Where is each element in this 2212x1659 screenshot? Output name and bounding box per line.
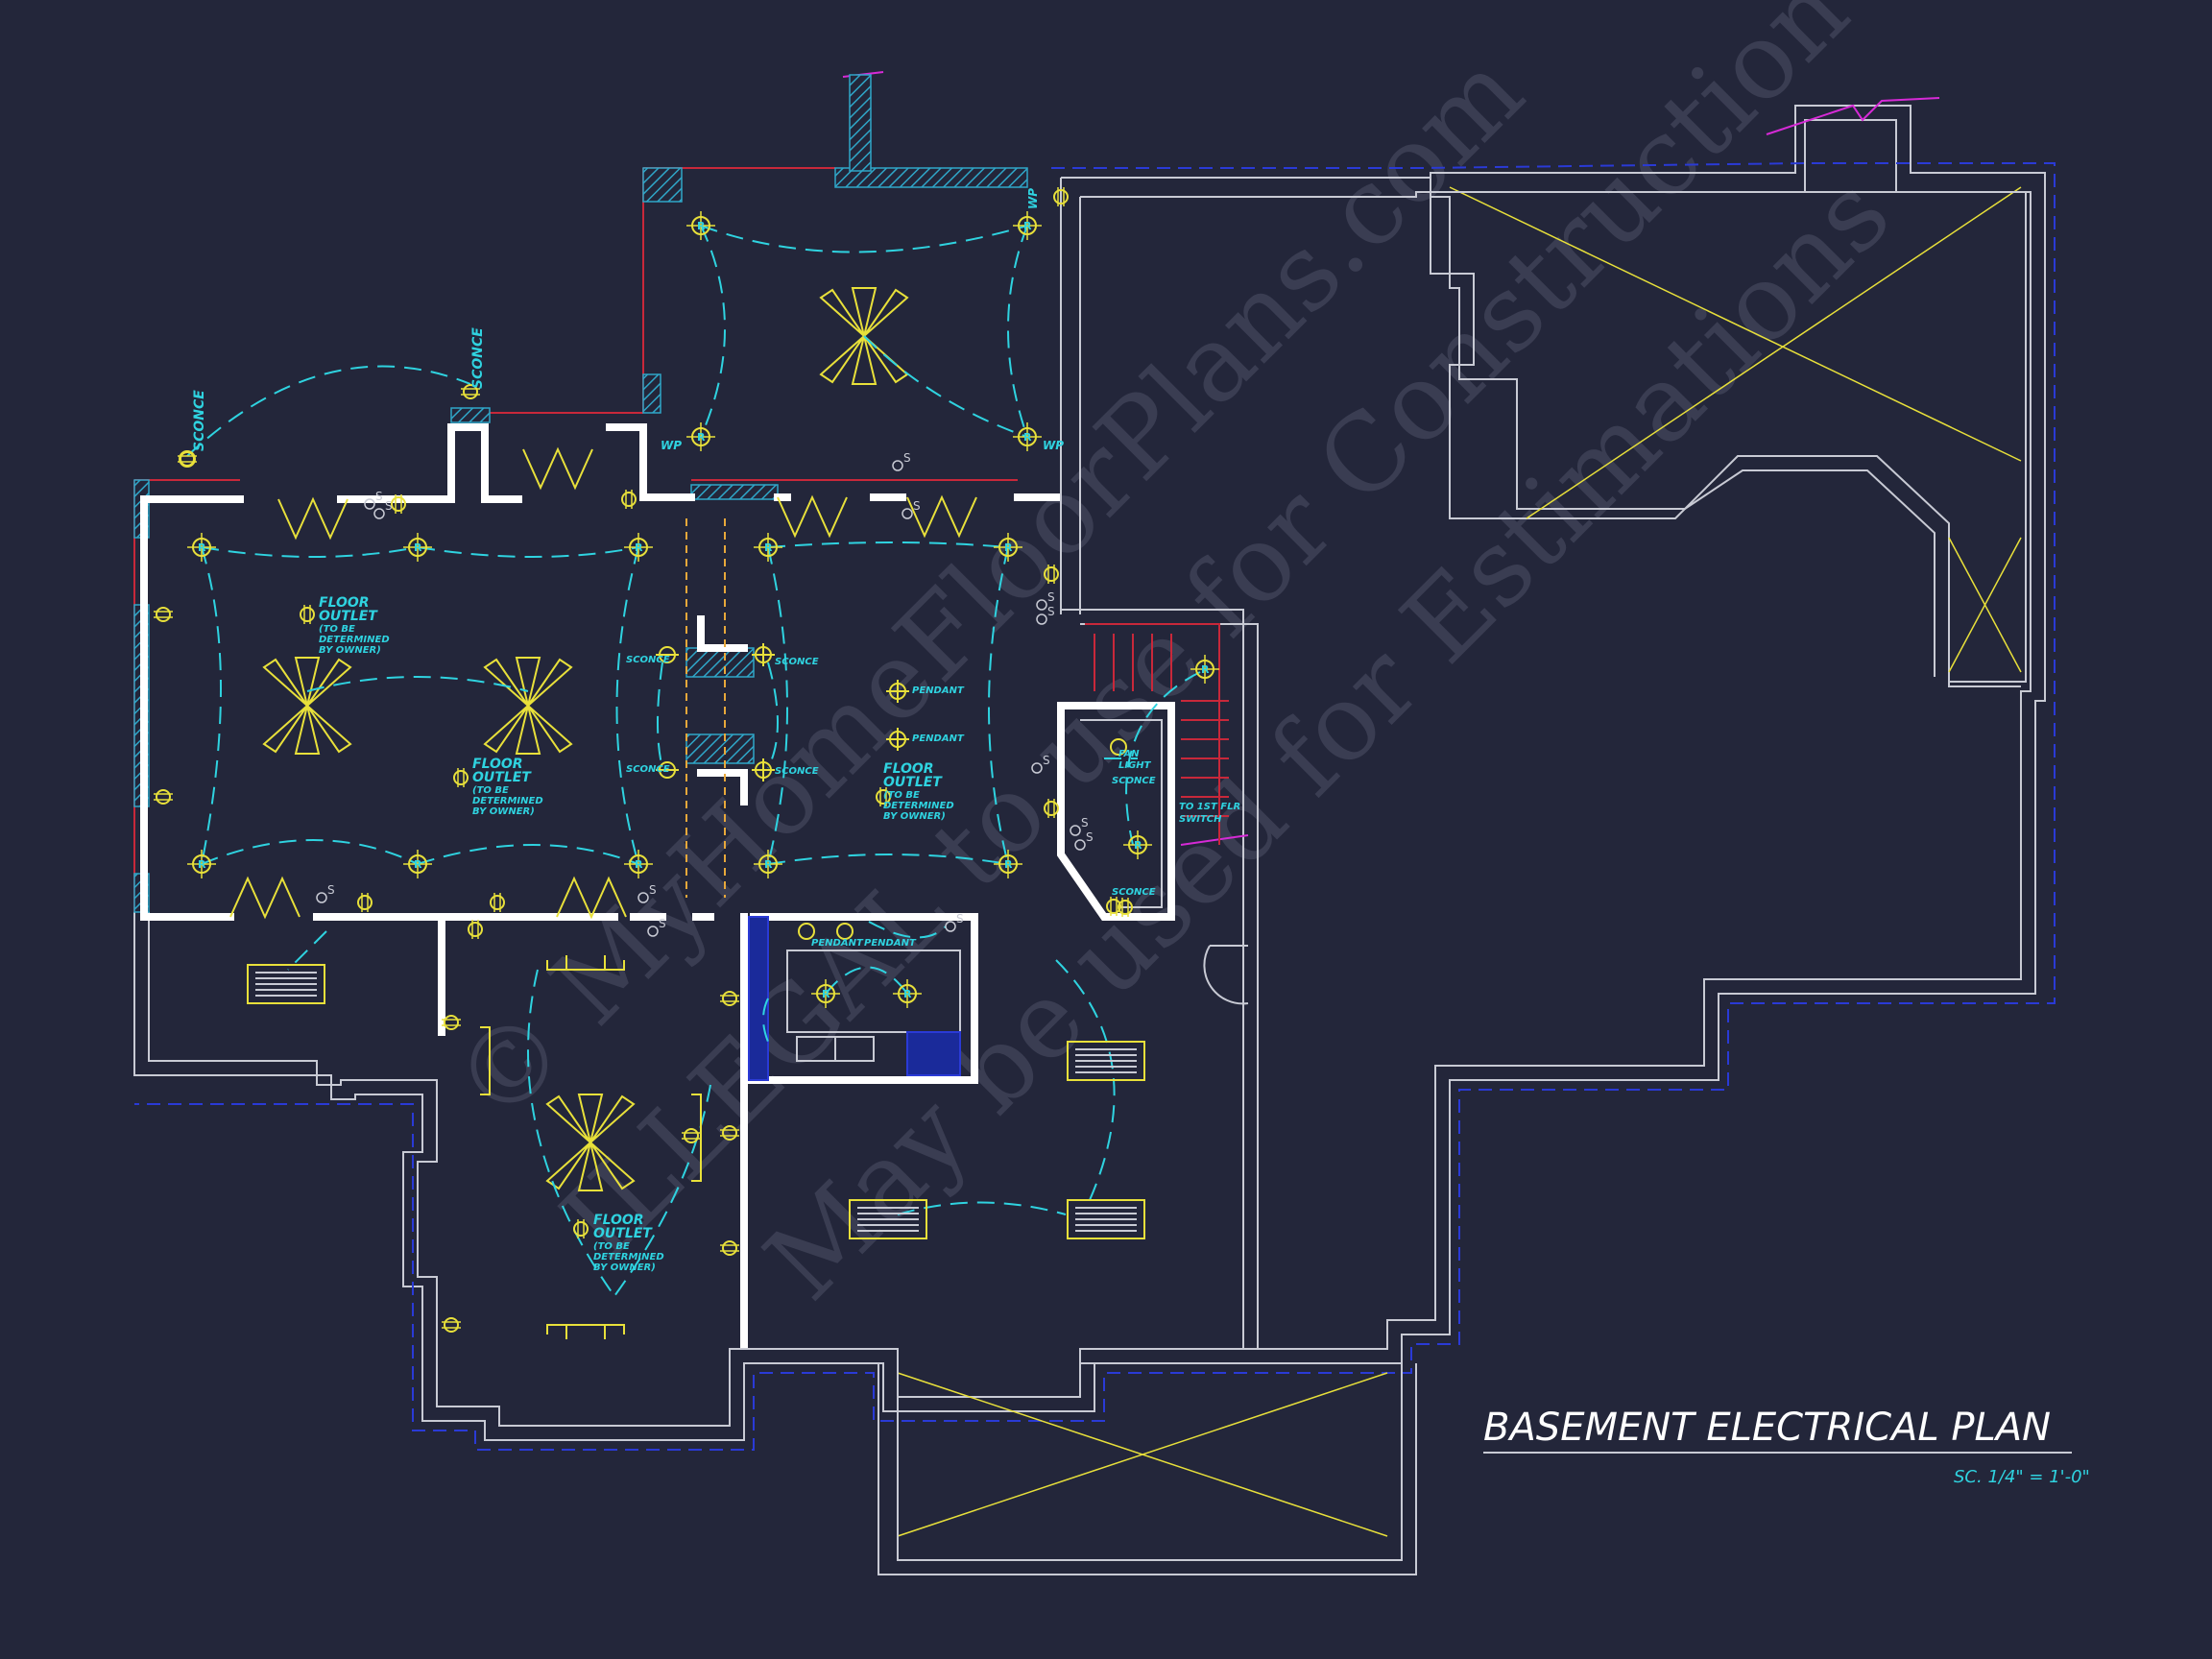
svg-text:OUTLET: OUTLET <box>593 1226 653 1241</box>
floor-outlet-note: FLOOR OUTLET (TO BE DETERMINED BY OWNER) <box>472 757 543 817</box>
floor-outlet-note: FLOOR OUTLET (TO BE DETERMINED BY OWNER) <box>883 761 954 822</box>
sconce-label: SCONCE <box>775 766 819 777</box>
sconce-label: SCONCE <box>1112 776 1156 786</box>
wp-label: WP <box>1026 188 1040 209</box>
svg-text:(TO BE: (TO BE <box>319 624 355 635</box>
foundation-dash-outline <box>134 162 2056 1451</box>
pendant-label: PENDANT <box>912 685 965 696</box>
svg-text:DETERMINED: DETERMINED <box>472 796 543 806</box>
unexcavated-crawl-areas <box>897 186 2022 1537</box>
beams <box>685 518 726 898</box>
sconce-label: SCONCE <box>1112 887 1156 898</box>
wiring <box>186 225 1201 1297</box>
sconce-label: SCONCE <box>470 327 486 389</box>
svg-text:(TO BE: (TO BE <box>883 790 920 801</box>
wp-label: WP <box>661 439 682 452</box>
switch-label-1: TO 1ST FLR <box>1179 802 1240 812</box>
sconce-label: SCONCE <box>775 657 819 667</box>
svg-text:DETERMINED: DETERMINED <box>319 635 390 645</box>
fan-light-label-1: FAN <box>1118 749 1140 759</box>
sconces-pendants <box>179 450 1127 1339</box>
interior-thin-walls <box>786 719 1249 1033</box>
svg-text:FLOOR: FLOOR <box>883 761 934 777</box>
svg-text:(TO BE: (TO BE <box>472 785 509 796</box>
sconce-label: SCONCE <box>626 655 670 665</box>
wp-label: WP <box>1043 439 1064 452</box>
title-block: BASEMENT ELECTRICAL PLAN SC. 1/4" = 1'-0… <box>1483 1406 2090 1487</box>
svg-text:FLOOR: FLOOR <box>593 1213 644 1228</box>
pendant-label: PENDANT <box>811 938 864 949</box>
plan-labels: SCONCE SCONCE WP WP WP SCONCE SCONCE SCO… <box>192 188 1240 1273</box>
switch-label-2: SWITCH <box>1179 814 1222 825</box>
bar-area <box>748 916 961 1081</box>
svg-text:DETERMINED: DETERMINED <box>883 801 954 811</box>
crawl-area-boxes <box>878 191 2027 1575</box>
svg-text:BY OWNER): BY OWNER) <box>472 806 535 817</box>
floor-outlet-note: FLOOR OUTLET (TO BE DETERMINED BY OWNER) <box>593 1213 664 1273</box>
floor-outlet-note: FLOOR OUTLET (TO BE DETERMINED BY OWNER) <box>319 595 390 656</box>
svg-text:OUTLET: OUTLET <box>319 609 378 624</box>
sconce-label: SCONCE <box>192 390 207 451</box>
svg-text:FLOOR: FLOOR <box>472 757 523 772</box>
svg-text:DETERMINED: DETERMINED <box>593 1252 664 1262</box>
plan-title: BASEMENT ELECTRICAL PLAN <box>1483 1406 2051 1450</box>
svg-text:FLOOR: FLOOR <box>319 595 370 611</box>
pendant-label: PENDANT <box>912 733 965 744</box>
svg-text:BY OWNER): BY OWNER) <box>593 1262 656 1273</box>
exterior-red-lines <box>133 167 1229 912</box>
fan-light-label-2: LIGHT <box>1118 760 1152 771</box>
svg-text:OUTLET: OUTLET <box>472 770 532 785</box>
svg-text:(TO BE: (TO BE <box>593 1241 630 1252</box>
sconce-label: SCONCE <box>626 764 670 775</box>
plan-scale: SC. 1/4" = 1'-0" <box>1954 1467 2090 1487</box>
pendant-label: PENDANT <box>864 938 917 949</box>
watermark: © MyHomeFloorPlans.com ILLEGAL to use fo… <box>430 0 1913 1323</box>
svg-text:BY OWNER): BY OWNER) <box>883 811 946 822</box>
finished-walls <box>140 423 1175 1348</box>
svg-text:BY OWNER): BY OWNER) <box>319 645 381 656</box>
svg-text:OUTLET: OUTLET <box>883 775 943 790</box>
